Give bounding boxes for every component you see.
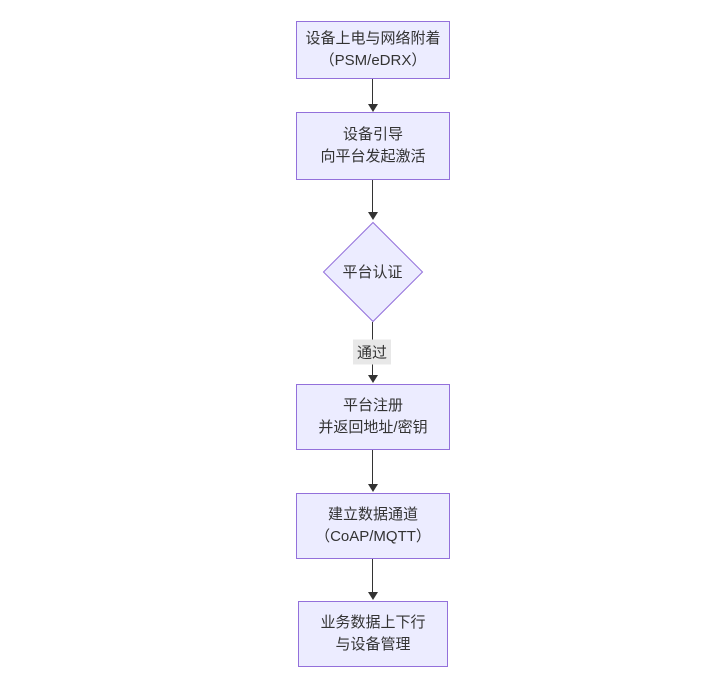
edge-label-pass: 通过 (352, 339, 392, 365)
node-platform-reg-line1: 平台注册 (342, 397, 403, 414)
arrowhead-down-icon (368, 375, 378, 383)
edge-line-2 (372, 180, 373, 213)
edge-line-5 (372, 559, 373, 593)
node-platform-auth: 平台认证 (322, 221, 423, 322)
node-platform-reg-line2: 并返回地址/密钥 (318, 419, 428, 436)
node-business-data-line1: 业务数据上下行 (320, 614, 426, 631)
node-power-on-line2: （PSM/eDRX） (319, 52, 427, 69)
node-business-data: 业务数据上下行 与设备管理 (298, 601, 448, 667)
arrowhead-down-icon (368, 212, 378, 220)
arrowhead-down-icon (368, 104, 378, 112)
node-platform-auth-label: 平台认证 (342, 264, 403, 281)
node-business-data-line2: 与设备管理 (335, 636, 411, 653)
node-platform-reg: 平台注册 并返回地址/密钥 (296, 384, 450, 450)
node-data-channel: 建立数据通道 （CoAP/MQTT） (296, 493, 450, 559)
node-data-channel-line2: （CoAP/MQTT） (315, 528, 431, 545)
node-bootstrap-line1: 设备引导 (342, 126, 403, 143)
node-power-on-line1: 设备上电与网络附着 (305, 30, 441, 47)
edge-line-1 (372, 79, 373, 105)
edge-line-4 (372, 450, 373, 485)
node-data-channel-line1: 建立数据通道 (327, 506, 418, 523)
arrowhead-down-icon (368, 592, 378, 600)
node-bootstrap-line2: 向平台发起激活 (320, 148, 426, 165)
node-bootstrap: 设备引导 向平台发起激活 (296, 112, 450, 180)
arrowhead-down-icon (368, 484, 378, 492)
node-power-on: 设备上电与网络附着 （PSM/eDRX） (296, 21, 450, 79)
